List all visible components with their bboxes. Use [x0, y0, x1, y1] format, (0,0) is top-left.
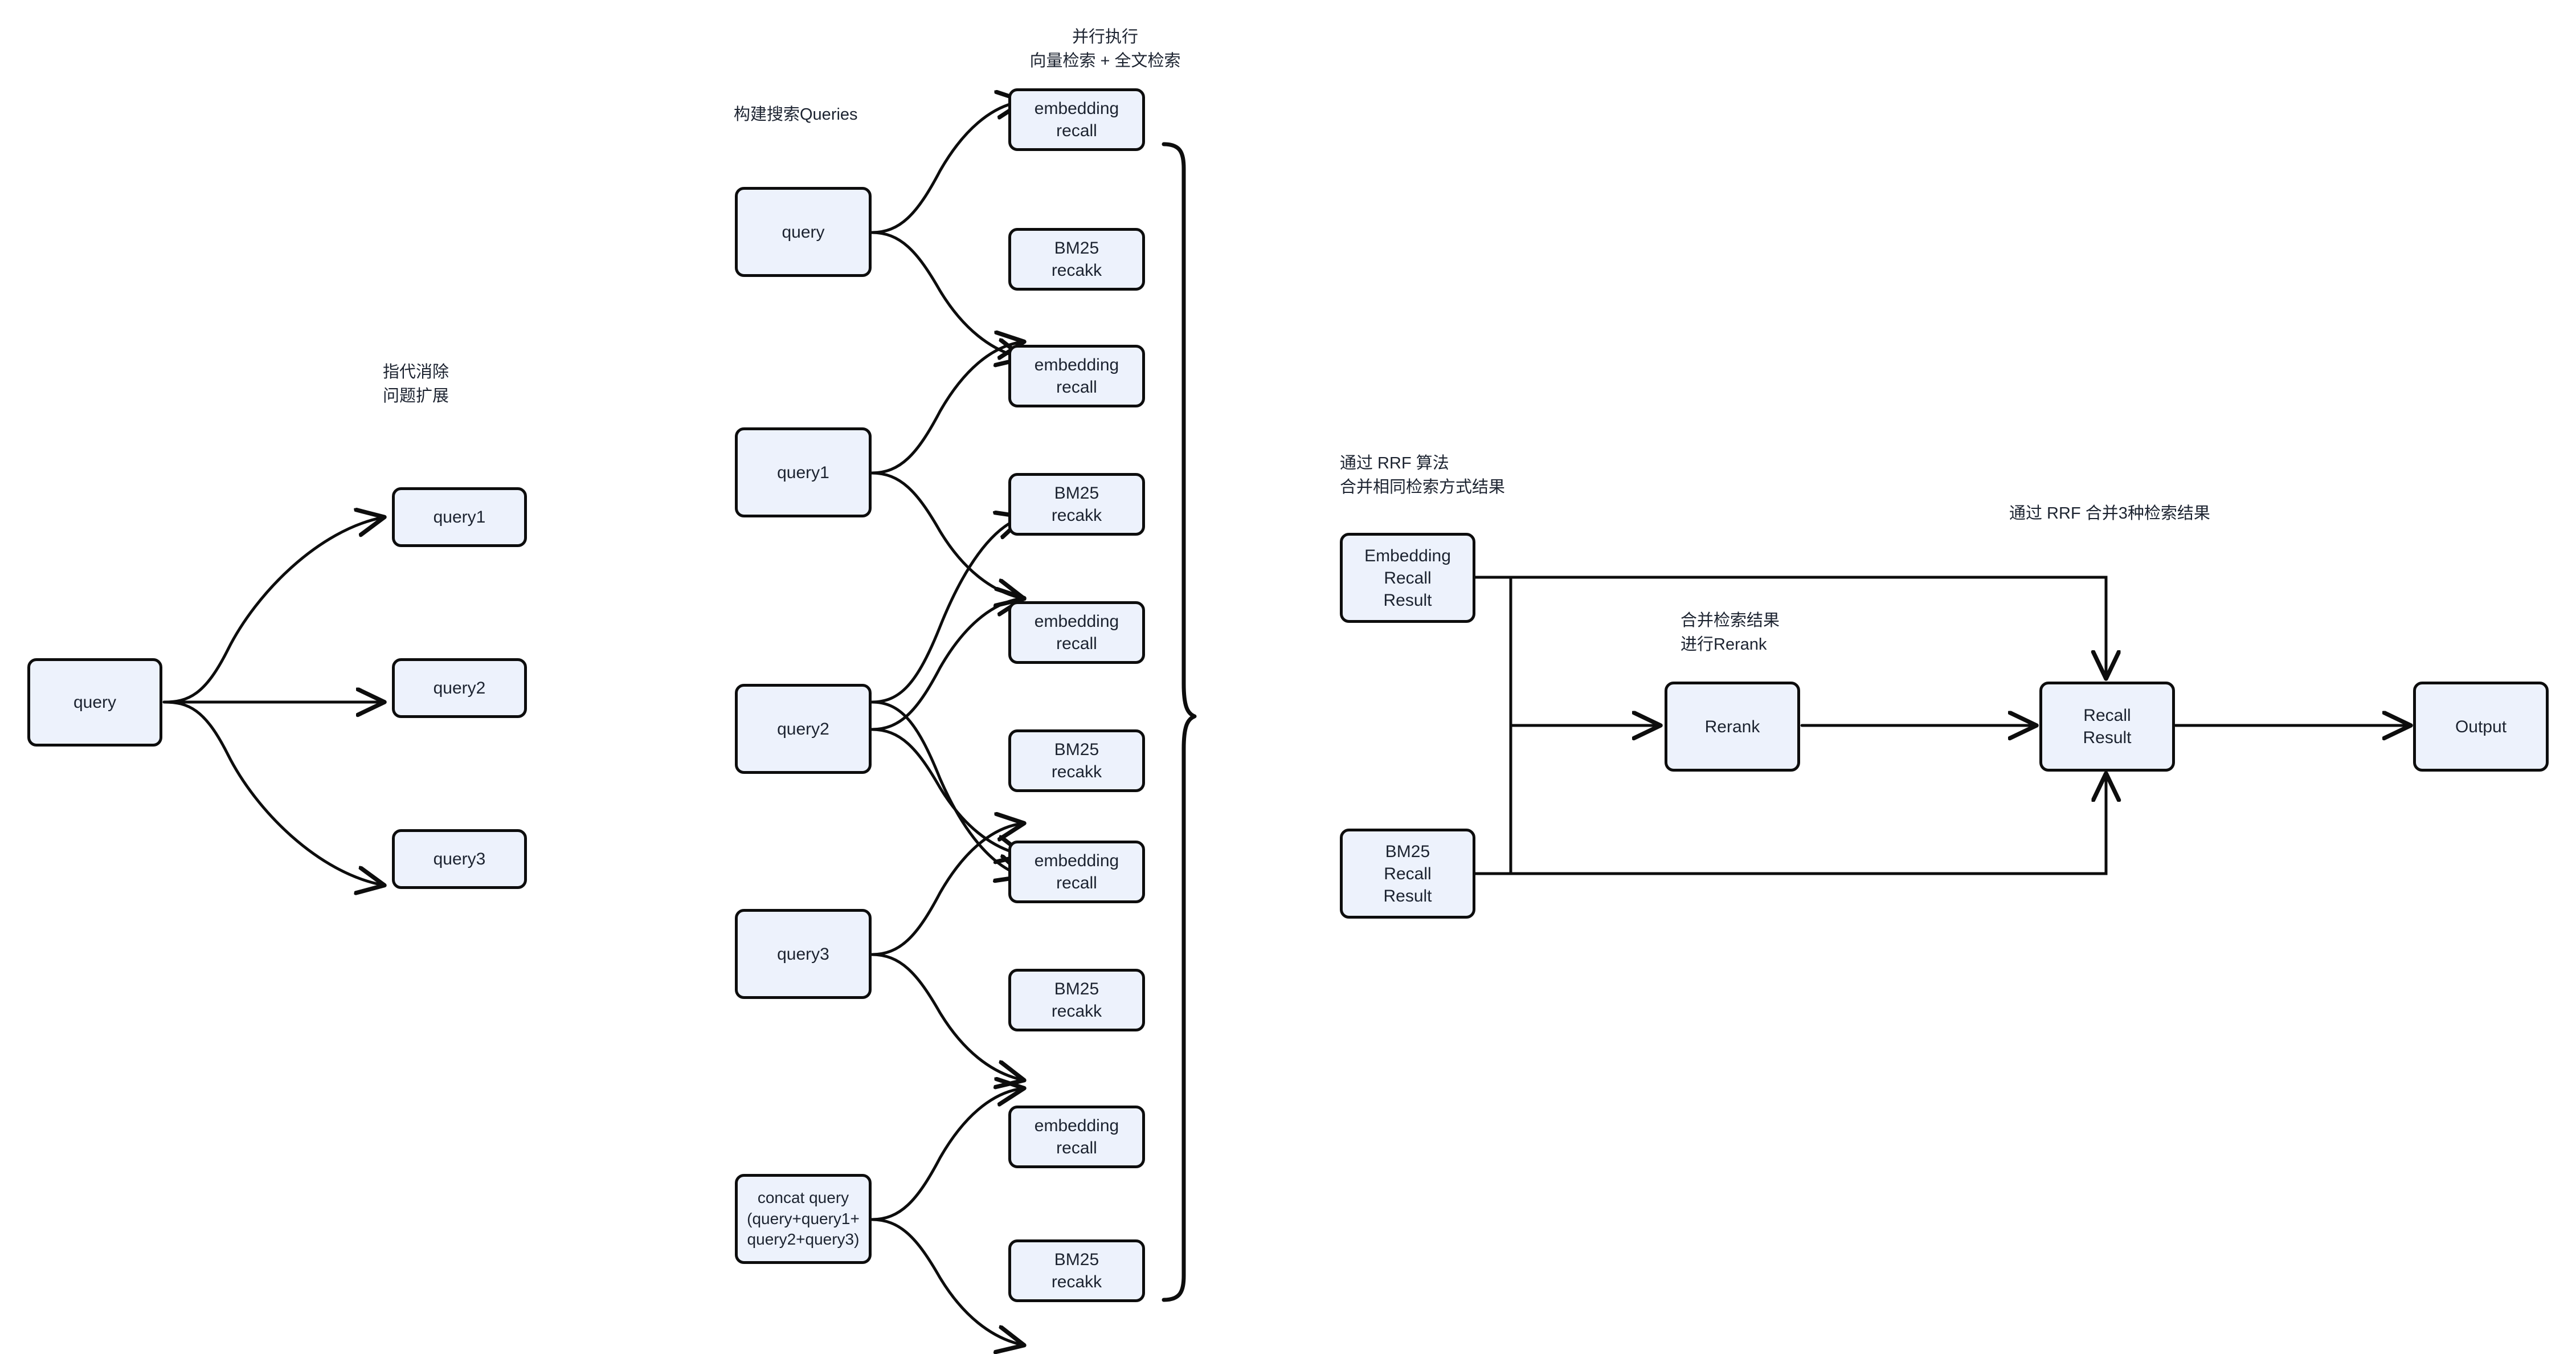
note-parallel-exec: 并行执行 向量检索 + 全文检索: [1029, 28, 1181, 71]
node-query-left[interactable]: query: [27, 658, 162, 747]
node-mid-query3[interactable]: query3: [735, 909, 872, 999]
node-embedding-recall-4[interactable]: embedding recall: [1008, 841, 1145, 903]
node-recall-result[interactable]: Recall Result: [2039, 682, 2175, 772]
node-output[interactable]: Output: [2413, 682, 2549, 772]
note-rrf-three: 通过 RRF 合并3种检索结果: [2009, 504, 2210, 523]
node-bm25-recall-3[interactable]: BM25 recakk: [1008, 729, 1145, 792]
node-embedding-recall-5[interactable]: embedding recall: [1008, 1106, 1145, 1168]
node-bm25-recall-5[interactable]: BM25 recakk: [1008, 1239, 1145, 1302]
note-rrf-same-modal: 通过 RRF 算法 合并相同检索方式结果: [1340, 454, 1506, 497]
node-embedding-recall-result[interactable]: Embedding Recall Result: [1340, 533, 1475, 623]
node-query2-left[interactable]: query2: [392, 658, 527, 718]
note-build-queries: 构建搜索Queries: [734, 105, 858, 124]
node-query1-left[interactable]: query1: [392, 487, 527, 547]
node-mid-query2[interactable]: query2: [735, 684, 872, 774]
node-mid-concat-query[interactable]: concat query (query+query1+ query2+query…: [735, 1174, 872, 1264]
node-bm25-recall-2[interactable]: BM25 recakk: [1008, 473, 1145, 536]
node-rerank[interactable]: Rerank: [1665, 682, 1800, 772]
node-embedding-recall-3[interactable]: embedding recall: [1008, 601, 1145, 664]
note-merge-rerank: 合并检索结果 进行Rerank: [1680, 611, 1780, 654]
node-query3-left[interactable]: query3: [392, 829, 527, 889]
node-embedding-recall-1[interactable]: embedding recall: [1008, 88, 1145, 151]
node-embedding-recall-2[interactable]: embedding recall: [1008, 345, 1145, 407]
node-bm25-recall-4[interactable]: BM25 recakk: [1008, 969, 1145, 1031]
node-mid-query1[interactable]: query1: [735, 427, 872, 517]
node-mid-query[interactable]: query: [735, 187, 872, 277]
note-coref-expand: 指代消除 问题扩展: [382, 363, 449, 406]
node-bm25-recall-result[interactable]: BM25 Recall Result: [1340, 829, 1475, 919]
node-bm25-recall-1[interactable]: BM25 recakk: [1008, 228, 1145, 291]
